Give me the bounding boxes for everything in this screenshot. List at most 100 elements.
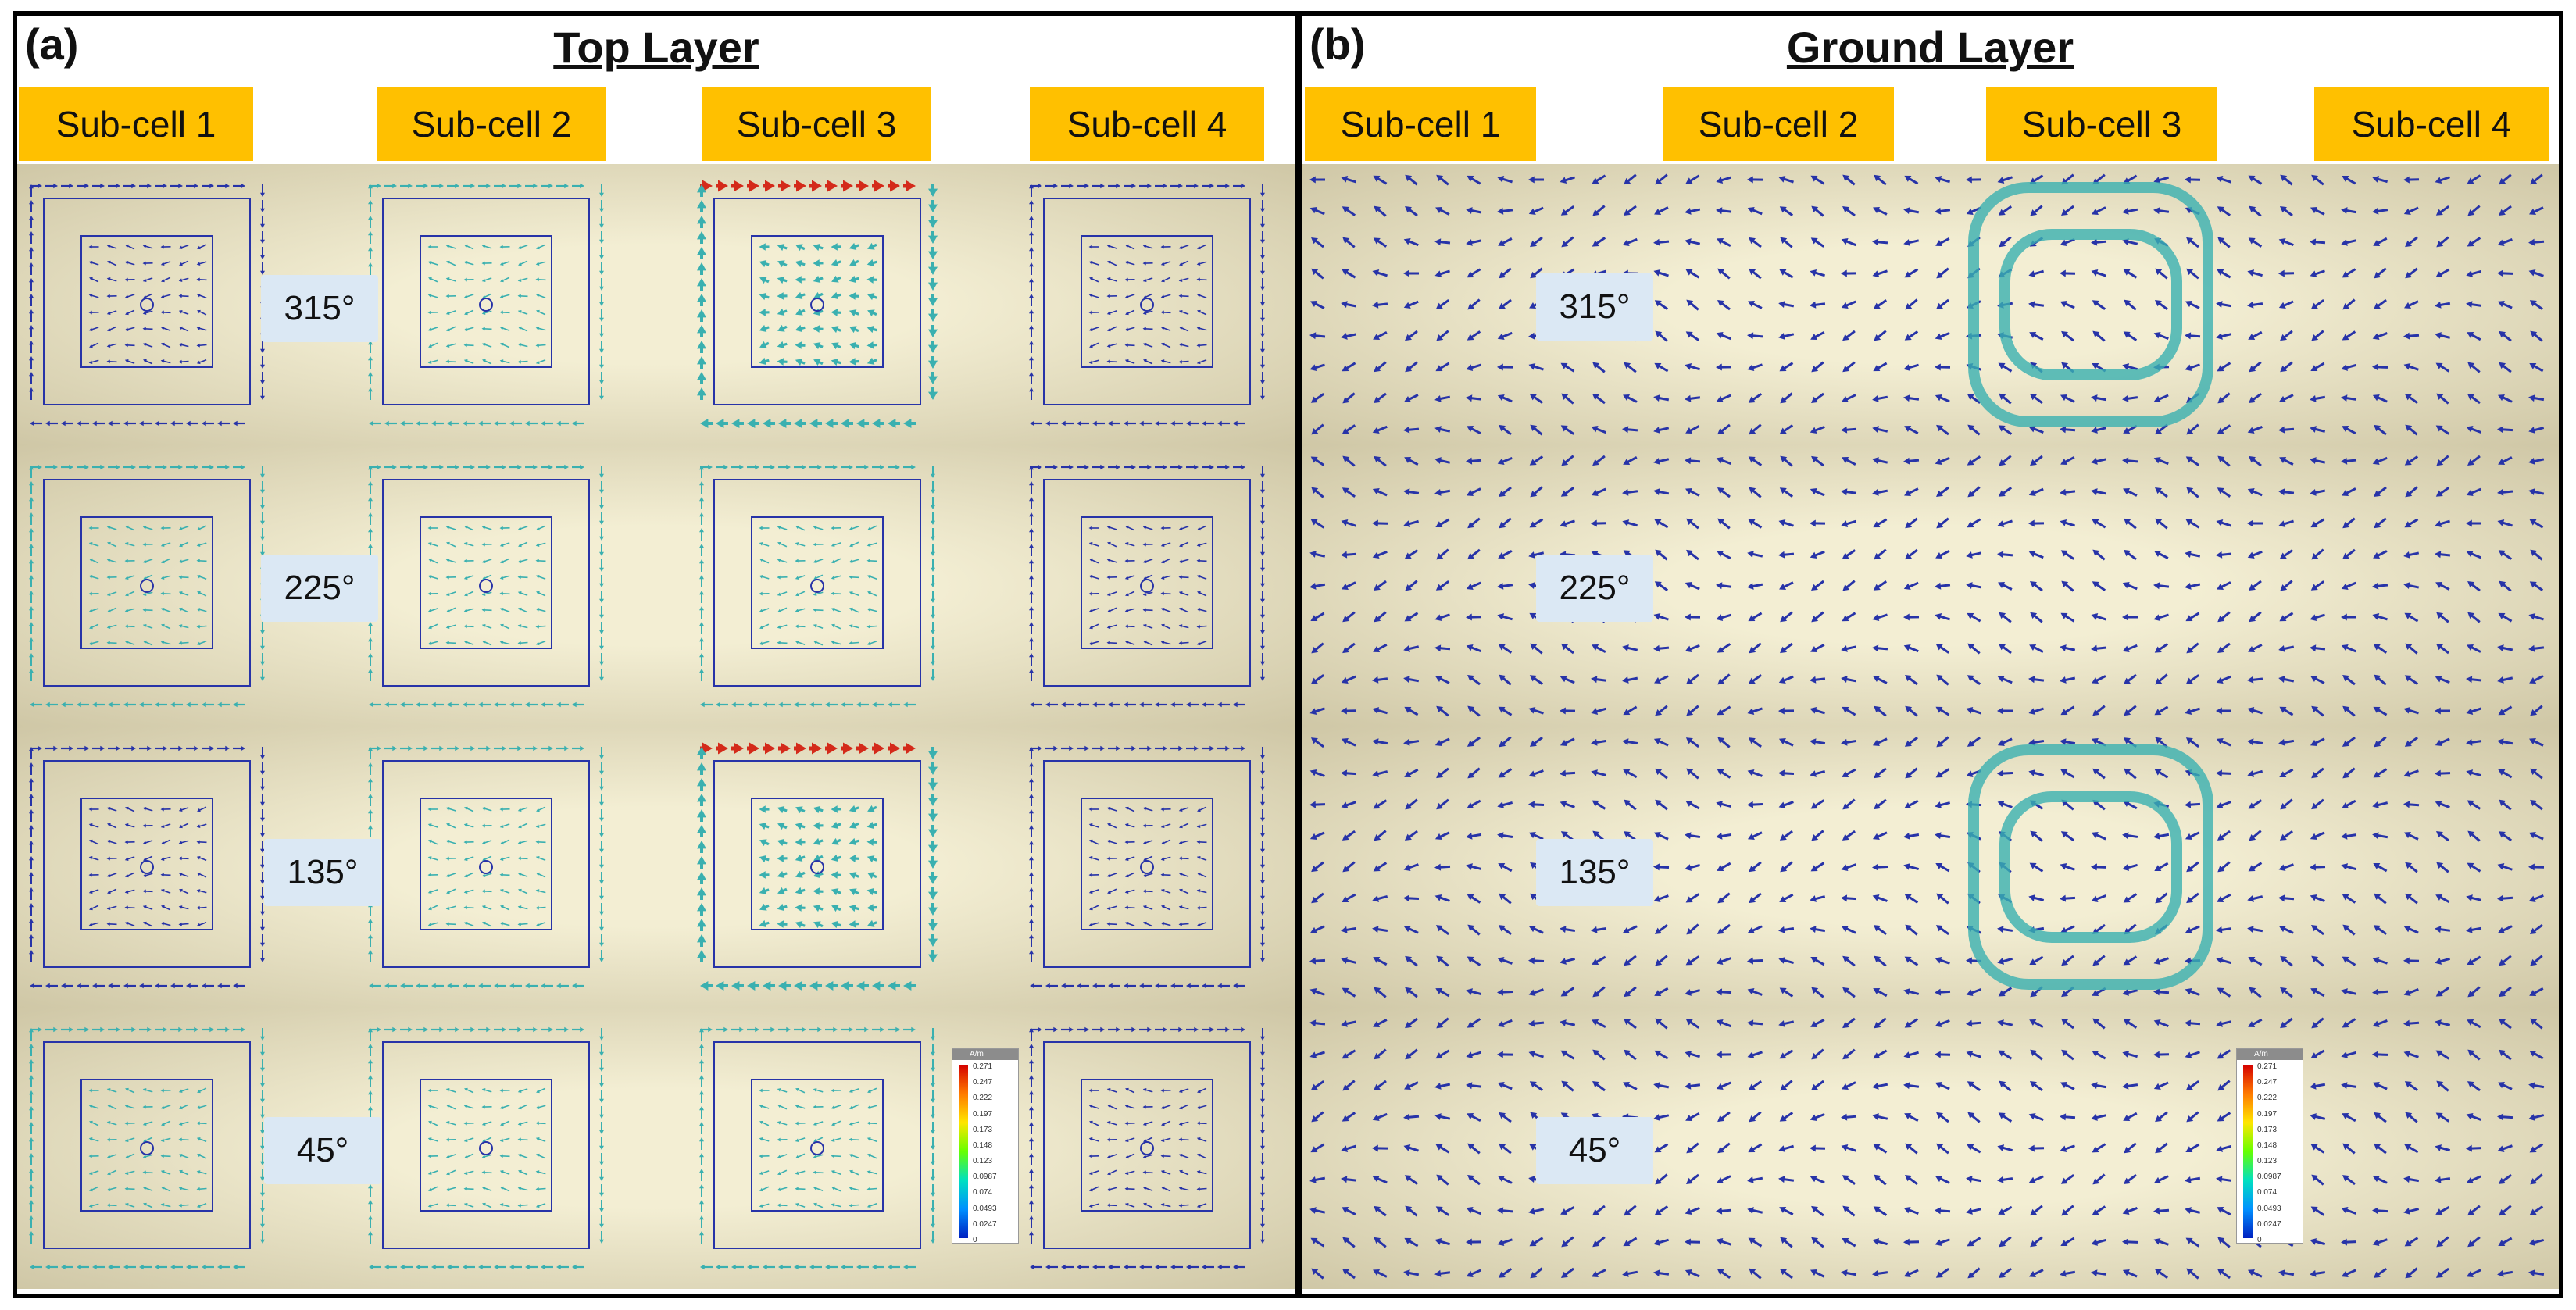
field-arrow — [124, 575, 135, 580]
field-arrow — [849, 526, 859, 531]
field-arrow — [1029, 544, 1034, 556]
field-arrow — [1142, 905, 1153, 910]
field-arrow — [1142, 1121, 1153, 1126]
field-arrow — [178, 294, 189, 298]
field-arrow — [1029, 1075, 1034, 1087]
field-arrow — [509, 420, 522, 427]
field-arrow — [1747, 1019, 1763, 1027]
field-arrow — [1435, 925, 1449, 936]
field-arrow — [1529, 1237, 1544, 1247]
field-arrow — [517, 840, 528, 844]
field-arrow — [599, 247, 604, 259]
field-arrow — [1810, 926, 1826, 933]
field-arrow — [777, 823, 788, 830]
field-arrow — [1935, 801, 1951, 808]
field-arrow — [1467, 1112, 1481, 1122]
field-arrow — [2342, 175, 2356, 185]
field-arrow — [2154, 862, 2169, 871]
field-arrow — [1160, 873, 1171, 877]
field-arrow — [1029, 294, 1034, 306]
field-arrow — [1260, 200, 1265, 212]
field-arrow — [1142, 1170, 1153, 1175]
field-arrow — [2497, 238, 2513, 246]
field-arrow — [541, 1026, 553, 1033]
field-arrow — [2372, 207, 2388, 215]
field-arrow — [931, 637, 935, 650]
field-arrow — [1434, 1083, 1451, 1090]
field-arrow — [481, 542, 492, 547]
field-arrow — [1029, 825, 1034, 837]
field-arrow — [697, 200, 706, 212]
field-arrow — [1405, 798, 1418, 810]
field-arrow — [1903, 863, 1920, 871]
field-arrow — [866, 542, 877, 547]
field-arrow — [1654, 362, 1669, 373]
field-arrow — [1499, 736, 1512, 748]
field-arrow — [260, 919, 265, 931]
field-arrow — [1342, 642, 1356, 654]
field-arrow — [535, 261, 546, 266]
field-arrow — [170, 420, 183, 427]
field-arrow — [777, 276, 788, 284]
field-arrow — [1404, 612, 1419, 622]
field-arrow — [447, 983, 459, 989]
field-arrow — [1196, 889, 1207, 894]
field-arrow — [123, 1264, 136, 1270]
field-arrow — [1685, 1019, 1700, 1029]
vector-field-plot — [1029, 183, 1265, 427]
field-arrow — [1435, 1206, 1450, 1216]
field-arrow — [260, 184, 265, 197]
field-arrow — [178, 624, 189, 629]
field-arrow — [794, 1264, 806, 1270]
field-arrow — [1197, 806, 1207, 812]
subcell-label-2: Sub-cell 2 — [1663, 87, 1894, 161]
field-arrow — [2155, 892, 2168, 904]
field-arrow — [368, 466, 373, 478]
field-arrow — [1811, 611, 1824, 623]
field-arrow — [1311, 1268, 1324, 1280]
angle-label: 45° — [1536, 1117, 1653, 1184]
field-arrow — [368, 637, 373, 650]
field-arrow — [1560, 519, 1575, 527]
field-arrow — [903, 981, 916, 991]
vector-field-plot — [368, 464, 604, 708]
field-arrow — [1466, 1082, 1482, 1090]
field-arrow — [178, 1153, 189, 1158]
field-arrow — [700, 981, 713, 991]
field-arrow — [1842, 1048, 1856, 1060]
patch-outline — [382, 479, 590, 687]
field-arrow — [509, 983, 522, 989]
field-arrow — [866, 821, 877, 830]
field-arrow — [1498, 768, 1513, 778]
field-arrow — [445, 1121, 456, 1126]
field-arrow — [160, 526, 171, 530]
field-arrow — [2280, 580, 2293, 591]
field-arrow — [2091, 613, 2106, 621]
field-arrow — [1841, 269, 1857, 277]
field-arrow — [1747, 707, 1763, 715]
field-arrow — [1106, 244, 1117, 249]
field-arrow — [2279, 768, 2294, 777]
field-arrow — [2405, 862, 2418, 873]
field-arrow — [699, 1169, 704, 1181]
field-arrow — [1029, 856, 1034, 869]
field-arrow — [400, 745, 413, 751]
field-arrow — [2310, 489, 2326, 496]
field-arrow — [1685, 1269, 1700, 1278]
field-arrow — [2247, 269, 2263, 277]
field-arrow — [446, 607, 456, 613]
field-arrow — [572, 183, 584, 189]
field-arrow — [1499, 893, 1512, 905]
field-arrow — [599, 762, 604, 775]
field-arrow — [1997, 801, 2013, 808]
field-arrow — [1309, 1207, 1326, 1214]
field-arrow — [2154, 1269, 2168, 1280]
field-arrow — [1341, 1176, 1357, 1183]
field-arrow — [1029, 887, 1034, 900]
field-arrow — [197, 591, 207, 597]
field-arrow — [1653, 1082, 1670, 1090]
field-arrow — [1372, 894, 1388, 902]
field-arrow — [509, 1026, 522, 1033]
via-hole — [1140, 860, 1154, 874]
field-arrow — [368, 200, 373, 212]
